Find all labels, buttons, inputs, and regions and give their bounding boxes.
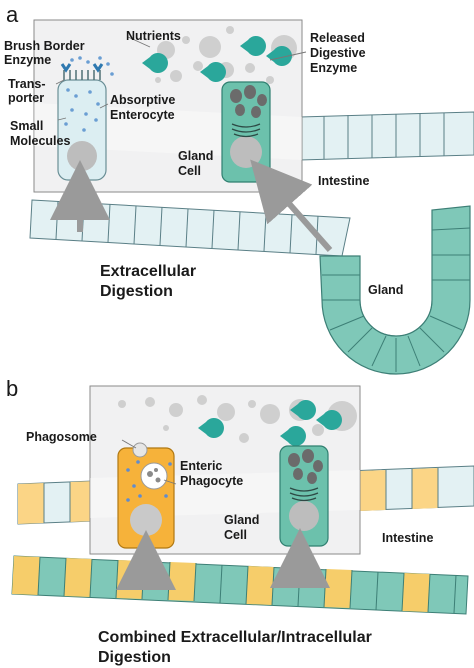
panel-b-leaders (121, 439, 177, 485)
label-gland-cell-b-1: Gland (224, 513, 259, 527)
caption-b-1: Combined Extracellular/Intracellular (98, 629, 372, 646)
label-trans-1: Trans- (8, 77, 46, 91)
gland-u-shape (319, 205, 471, 375)
label-absorptive-2: Enterocyte (110, 108, 175, 122)
caption-a-1: Extracellular (100, 263, 196, 280)
arrow-gland-a (250, 159, 333, 252)
label-phagosome: Phagosome (26, 430, 97, 444)
label-brush-1: Brush Border (4, 39, 85, 53)
label-gland-cell-a-1: Gland (178, 149, 213, 163)
panel-b-lower-band (11, 555, 469, 615)
label-gland: Gland (368, 283, 403, 297)
label-enteric-2: Phagocyte (180, 474, 243, 488)
label-small-2: Molecules (10, 134, 70, 148)
digestive-enzymes (142, 36, 292, 82)
label-enteric-1: Enteric (180, 459, 222, 473)
label-absorptive-1: Absorptive (110, 93, 175, 107)
digestive-enzymes-b (198, 400, 343, 446)
panel-a-letter: a (6, 2, 19, 27)
panel-a-intestine-band (299, 111, 474, 161)
label-nutrients: Nutrients (126, 29, 181, 43)
label-intestine-a: Intestine (318, 174, 369, 188)
label-gland-cell-b-2: Cell (224, 528, 247, 542)
label-released-3: Enzyme (310, 61, 357, 75)
panel-a-leaders (55, 36, 307, 121)
caption-b-2: Digestion (98, 649, 171, 666)
label-gland-cell-a-2: Cell (178, 164, 201, 178)
gland-cell-b (279, 445, 329, 547)
label-released-1: Released (310, 31, 365, 45)
panel-b: b (6, 376, 474, 666)
label-brush-2: Enzyme (4, 53, 51, 67)
gland-cell-a (221, 81, 271, 183)
label-intestine-b: Intestine (382, 531, 433, 545)
label-small-1: Small (10, 119, 43, 133)
label-released-2: Digestive (310, 46, 366, 60)
enteric-phagocyte (117, 442, 175, 549)
panel-a: a (4, 2, 474, 375)
label-trans-2: porter (8, 91, 44, 105)
caption-a-2: Digestion (100, 283, 173, 300)
panel-b-letter: b (6, 376, 18, 401)
